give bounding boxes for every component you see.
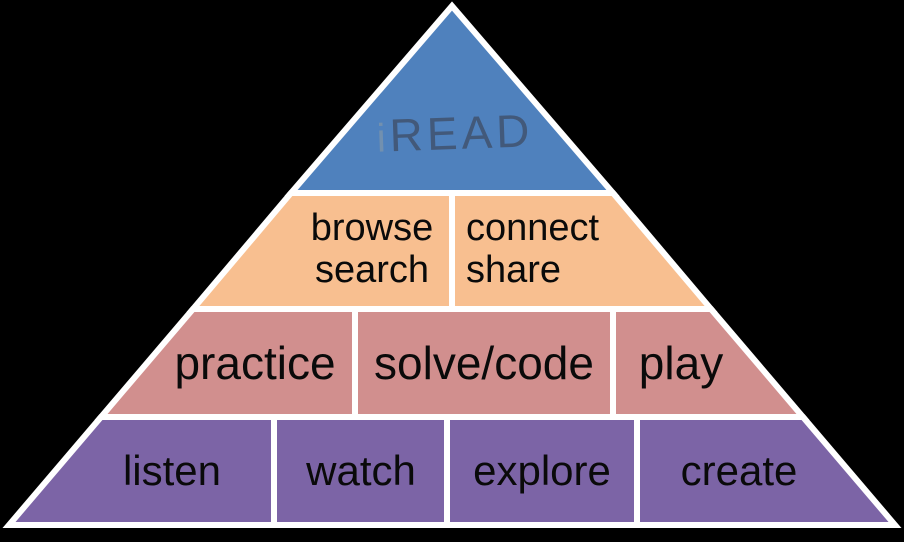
label-line-search: search	[314, 249, 430, 291]
cell-label-practice: practice	[174, 337, 336, 389]
apex-label-read: READ	[388, 104, 535, 162]
cell-label-browse-search: browse search	[311, 207, 434, 291]
level4-create-shape	[634, 414, 902, 528]
cell-label-watch: watch	[306, 447, 416, 494]
cell-label-play: play	[638, 337, 724, 389]
cell-label-connect-share: connect share	[466, 207, 599, 291]
cell-label-create: create	[680, 447, 798, 494]
cell-label-solve-code: solve/code	[374, 337, 594, 389]
cell-label-listen: listen	[122, 447, 222, 494]
label-line-browse: browse	[310, 207, 434, 249]
label-line-share: share	[466, 249, 562, 291]
apex-label-iread: iREAD	[376, 103, 534, 162]
label-line-connect: connect	[466, 207, 600, 249]
cell-label-explore: explore	[473, 447, 611, 494]
level1-read-shape	[284, 1, 620, 196]
